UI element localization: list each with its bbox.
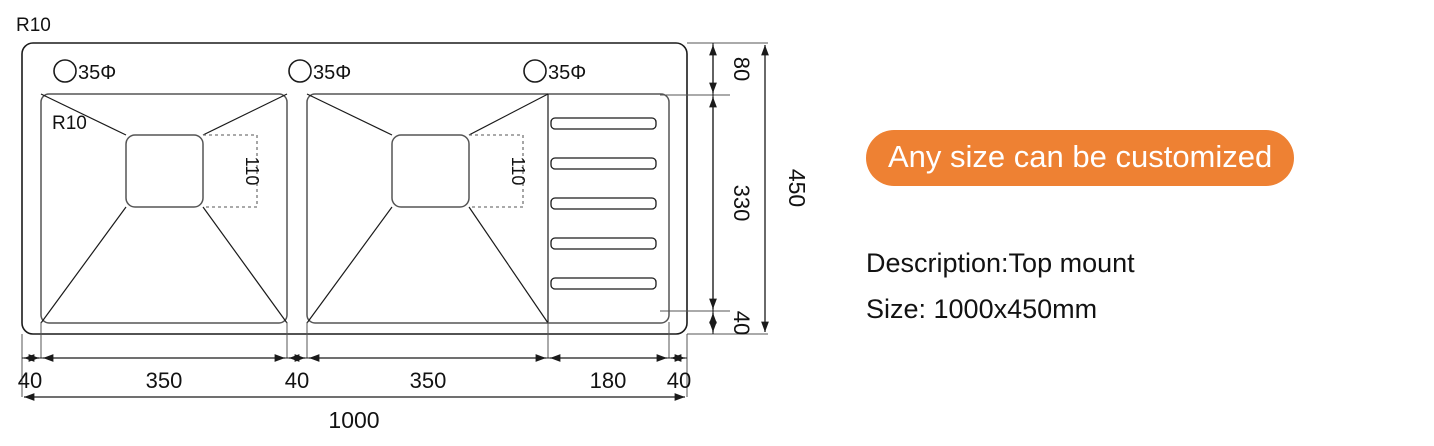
right-basin-slope-tr [468,93,549,136]
faucet-hole-label: 35Φ [313,62,351,84]
left-basin-outline [40,93,288,324]
right-basin-slope-br [468,206,549,324]
faucet-hole-label: 35Φ [548,62,586,84]
left-basin-slope-br [202,206,288,324]
drainboard-groove [550,157,657,170]
dim-label-350-left: 350 [146,368,183,393]
dim-label-40-mid: 40 [285,368,309,393]
vdim-label-80: 80 [729,57,754,81]
right-basin-group: 110 [306,93,670,324]
drainboard-groove [550,197,657,210]
left-basin: 110 R10 [40,93,288,324]
right-basin-drainboard-outline [306,93,670,324]
faucet-hole-icon [53,59,77,83]
left-drain-depth-label: 110 [242,157,262,186]
dim-label-40-far-right: 40 [667,368,691,393]
left-basin-drain [125,134,204,208]
left-basin-slope-bl [40,206,127,324]
description-text: Description:Top mount [866,248,1135,278]
size-text: Size: 1000x450mm [866,294,1098,324]
right-drain-depth-label: 110 [508,157,528,186]
vdim-label-40: 40 [729,311,754,335]
right-basin-slope-bl [306,206,393,324]
drainboard-groove [550,237,657,250]
faucet-hole-icon [288,59,312,83]
dim-label-180: 180 [590,368,627,393]
left-drain-depth-dashed [203,134,258,208]
horizontal-dimension-chain: 40 350 40 350 180 40 [18,322,691,397]
left-basin-slope-tr [202,93,288,136]
right-basin-slope-tl [306,93,393,136]
left-basin-slope-tl [40,93,127,136]
overall-width-dimension: 1000 [24,393,685,433]
vertical-dimension-chain: 80 330 40 [660,42,768,335]
faucet-hole-label: 35Φ [78,62,116,84]
faucet-hole-2-group: 35Φ [288,59,351,84]
description-block: Description:Top mount Size: 1000x450mm [866,240,1426,332]
dim-label-350-right: 350 [410,368,447,393]
overall-width-label: 1000 [328,407,379,433]
faucet-hole-3-group: 35Φ [523,59,586,84]
overall-height-dimension: 450 [761,45,810,332]
customization-badge: Any size can be customized [866,130,1295,186]
right-basin-drain [391,134,470,208]
outer-radius-note: R10 [16,15,51,36]
left-basin-radius-note: R10 [52,113,87,134]
right-drain-depth-dashed [469,134,524,208]
sink-outer-body [21,42,688,335]
drainboard-groove [550,117,657,130]
vdim-label-330: 330 [729,185,754,222]
faucet-hole-icon [523,59,547,83]
info-panel: Any size can be customized Description:T… [866,130,1426,332]
overall-height-label: 450 [784,169,810,207]
dim-label-40-left: 40 [18,368,42,393]
drainboard-groove [550,277,657,290]
faucet-hole-1-group: 35Φ [53,59,116,84]
